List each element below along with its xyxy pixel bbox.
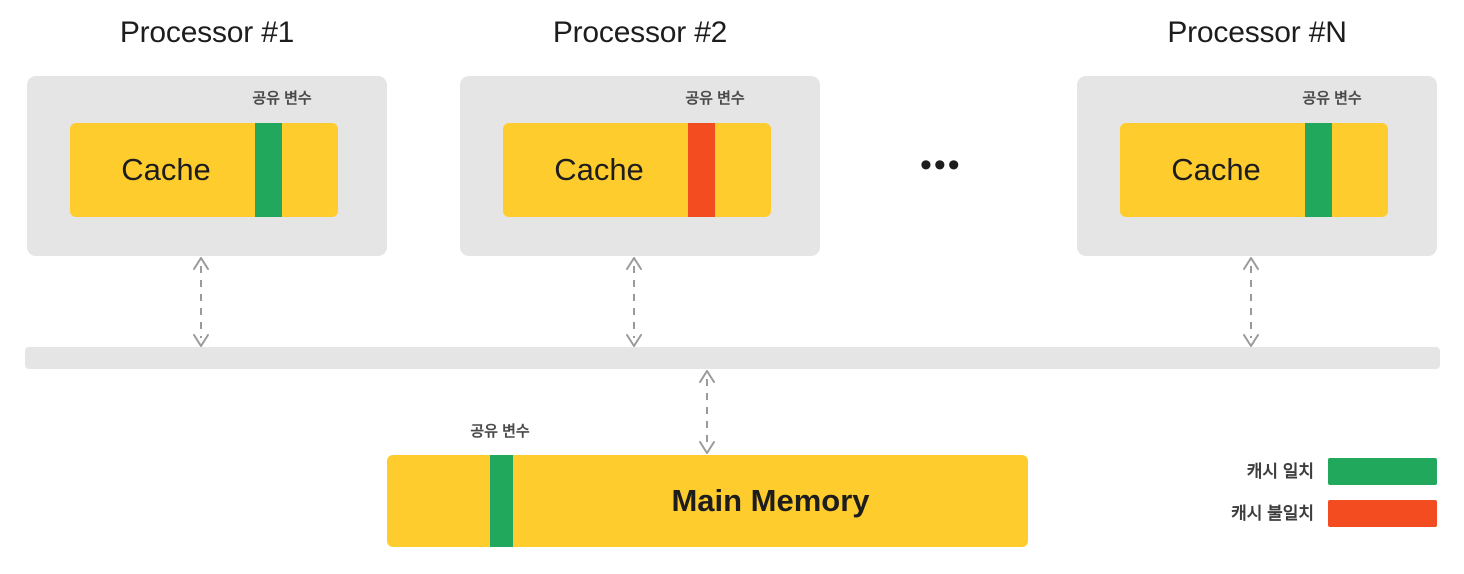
main-memory-shared-var-stripe <box>490 455 513 547</box>
main-memory-shared-var-caption: 공유 변수 <box>470 423 530 440</box>
processor-1-shared-var-caption: 공유 변수 <box>252 90 312 107</box>
legend-swatch-coherent-green <box>1328 458 1437 485</box>
processor-n-title: Processor #N <box>1167 16 1347 49</box>
processor-1-box: 공유 변수 Cache <box>27 76 387 256</box>
processor-1-bus-arrow <box>193 257 209 347</box>
bus-main-memory-arrow <box>699 370 715 454</box>
processor-2-bus-arrow <box>626 257 642 347</box>
processor-1-title: Processor #1 <box>119 16 295 49</box>
legend-item-cache-coherent: 캐시 일치 <box>1150 458 1437 485</box>
main-memory-label: Main Memory <box>671 483 870 518</box>
processor-2-title: Processor #2 <box>552 16 728 49</box>
legend-label-cache-incoherent: 캐시 불일치 <box>1231 503 1314 523</box>
processors-ellipsis: ••• <box>920 146 962 184</box>
processor-1-cache: Cache <box>70 123 338 217</box>
legend-item-cache-incoherent: 캐시 불일치 <box>1150 500 1437 527</box>
processor-n-shared-var-stripe <box>1305 123 1332 217</box>
main-memory-box: Main Memory <box>387 455 1028 547</box>
processor-2-box: 공유 변수 Cache <box>460 76 820 256</box>
system-bus <box>25 347 1440 369</box>
processor-2-shared-var-caption: 공유 변수 <box>685 90 745 107</box>
processor-1-shared-var-stripe <box>255 123 282 217</box>
processor-n-cache-label: Cache <box>1171 152 1261 187</box>
legend-swatch-incoherent-red <box>1328 500 1437 527</box>
processor-n-cache: Cache <box>1120 123 1388 217</box>
processor-2-cache: Cache <box>503 123 771 217</box>
legend-label-cache-coherent: 캐시 일치 <box>1246 461 1314 481</box>
processor-n-bus-arrow <box>1243 257 1259 347</box>
processor-n-box: 공유 변수 Cache <box>1077 76 1437 256</box>
processor-n-shared-var-caption: 공유 변수 <box>1302 90 1362 107</box>
processor-2-cache-label: Cache <box>554 152 644 187</box>
processor-2-shared-var-stripe <box>688 123 715 217</box>
legend: 캐시 일치 캐시 불일치 <box>1150 450 1440 540</box>
processor-1-cache-label: Cache <box>121 152 211 187</box>
